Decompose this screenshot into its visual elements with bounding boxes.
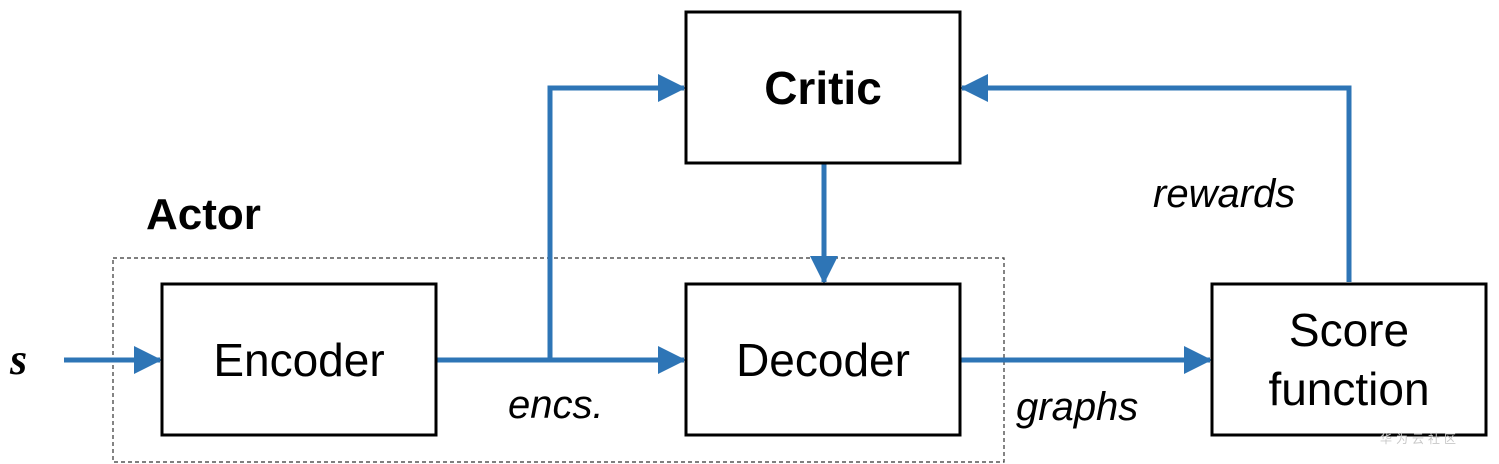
encs-edge-label: encs.	[508, 383, 604, 427]
encoder-label: Encoder	[213, 334, 384, 386]
decoder-box	[684, 282, 962, 437]
edge-score-to-critic	[960, 74, 1352, 282]
graphs-edge-label: graphs	[1016, 385, 1138, 429]
input-s-label: s	[9, 335, 27, 384]
score-function-label-line1: Score	[1289, 304, 1409, 356]
encoder-box	[160, 282, 438, 437]
critic-label: Critic	[764, 62, 882, 114]
rewards-edge-label: rewards	[1153, 172, 1295, 216]
score-function-box	[1210, 282, 1488, 437]
watermark-text: 华为云社区	[1380, 431, 1460, 446]
edge-encoder-to-critic	[547, 74, 686, 360]
critic-box	[684, 10, 962, 165]
score-function-label-line2: function	[1268, 363, 1429, 415]
actor-group-label: Actor	[146, 190, 261, 239]
decoder-label: Decoder	[736, 334, 910, 386]
